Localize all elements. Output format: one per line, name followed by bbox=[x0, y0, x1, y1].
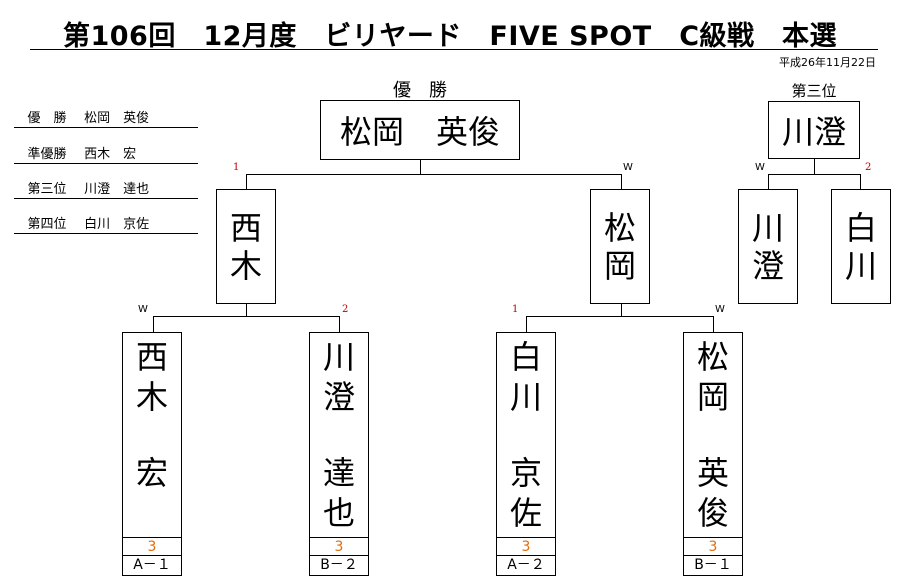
name-char: 達 bbox=[322, 454, 355, 492]
name-char: 俊 bbox=[696, 494, 729, 532]
name-char: 西 bbox=[135, 338, 168, 376]
champion-box: 松岡 英俊 bbox=[320, 100, 520, 160]
name-char: 也 bbox=[322, 494, 355, 532]
bracket-line bbox=[814, 159, 815, 174]
bracket-line bbox=[246, 174, 621, 175]
third-place-caption: 第三位 bbox=[791, 82, 837, 100]
name-char: 白 bbox=[509, 338, 542, 376]
player-block: A－２ bbox=[497, 555, 555, 575]
final-right-mark: W bbox=[623, 162, 633, 173]
bracket-line bbox=[526, 316, 713, 317]
bracket-line bbox=[526, 316, 527, 332]
ranking-name: 松岡 英俊 bbox=[84, 111, 150, 126]
bracket-line bbox=[768, 174, 860, 175]
third-place-name: 川澄 bbox=[781, 113, 846, 151]
name-char: 木 bbox=[229, 246, 262, 285]
name-char: 岡 bbox=[603, 246, 636, 285]
third-right-box: 白 川 bbox=[831, 189, 891, 304]
third-left-mark: W bbox=[755, 162, 765, 173]
third-place-box: 川澄 bbox=[768, 101, 860, 159]
player-block: B－２ bbox=[310, 555, 368, 575]
name-char: 木 bbox=[135, 378, 168, 416]
bracket-line bbox=[246, 174, 247, 189]
ranking-row: 第三位 川澄 達也 bbox=[14, 178, 198, 199]
player-box: 松 岡 英 俊 3 B－１ bbox=[683, 332, 743, 576]
player-score: 3 bbox=[123, 537, 181, 556]
player-box: 川 澄 達 也 3 B－２ bbox=[309, 332, 369, 576]
finalist-right-box: 松 岡 bbox=[590, 189, 650, 304]
page-title: 第106回 12月度 ビリヤード FIVE SPOT C級戦 本選 bbox=[62, 21, 838, 52]
bracket-line bbox=[339, 316, 340, 332]
ranking-label: 第三位 bbox=[27, 182, 67, 197]
bracket-line bbox=[246, 304, 247, 316]
name-char: 英 bbox=[696, 454, 729, 492]
player-4-mark: W bbox=[715, 304, 725, 315]
player-score: 3 bbox=[310, 537, 368, 556]
player-1-mark: W bbox=[138, 304, 148, 315]
bracket-line bbox=[860, 174, 861, 189]
finalist-left-box: 西 木 bbox=[216, 189, 276, 304]
name-char: 佐 bbox=[509, 494, 542, 532]
third-left-box: 川 澄 bbox=[738, 189, 798, 304]
bracket-line bbox=[420, 160, 421, 174]
player-2-mark: 2 bbox=[342, 304, 349, 315]
name-char: 澄 bbox=[322, 378, 355, 416]
player-block: A－１ bbox=[123, 555, 181, 575]
ranking-name: 白川 京佐 bbox=[84, 217, 150, 232]
name-char: 川 bbox=[844, 246, 877, 285]
title-underline bbox=[30, 49, 878, 50]
player-box: 西 木 宏 3 A－１ bbox=[122, 332, 182, 576]
name-char: 西 bbox=[229, 208, 262, 247]
name-char: 白 bbox=[844, 208, 877, 247]
player-3-mark: 1 bbox=[512, 304, 519, 315]
ranking-row: 準優勝 西木 宏 bbox=[14, 143, 198, 164]
name-char: 松 bbox=[603, 208, 636, 247]
ranking-row: 第四位 白川 京佐 bbox=[14, 213, 198, 234]
third-right-mark: 2 bbox=[865, 162, 872, 173]
player-score: 3 bbox=[497, 537, 555, 556]
ranking-name: 西木 宏 bbox=[84, 147, 137, 162]
ranking-label: 優 勝 bbox=[27, 111, 67, 126]
ranking-label: 第四位 bbox=[27, 217, 67, 232]
name-char: 澄 bbox=[751, 246, 784, 285]
ranking-row: 優 勝 松岡 英俊 bbox=[14, 107, 198, 128]
final-left-mark: 1 bbox=[233, 162, 240, 173]
bracket-line bbox=[153, 316, 339, 317]
champion-caption: 優 勝 bbox=[393, 80, 447, 101]
bracket-line bbox=[621, 304, 622, 316]
name-char: 松 bbox=[696, 338, 729, 376]
player-score: 3 bbox=[684, 537, 742, 556]
event-date: 平成26年11月22日 bbox=[779, 56, 876, 69]
bracket-line bbox=[713, 316, 714, 332]
bracket-line bbox=[153, 316, 154, 332]
name-char: 京 bbox=[509, 454, 542, 492]
name-char: 川 bbox=[322, 338, 355, 376]
champion-name: 松岡 英俊 bbox=[339, 113, 500, 151]
player-block: B－１ bbox=[684, 555, 742, 575]
name-char: 川 bbox=[509, 378, 542, 416]
bracket-line bbox=[621, 174, 622, 189]
ranking-name: 川澄 達也 bbox=[84, 182, 150, 197]
bracket-line bbox=[768, 174, 769, 189]
player-box: 白 川 京 佐 3 A－２ bbox=[496, 332, 556, 576]
name-char: 川 bbox=[751, 208, 784, 247]
name-char: 岡 bbox=[696, 378, 729, 416]
name-char: 宏 bbox=[135, 454, 168, 492]
ranking-label: 準優勝 bbox=[27, 147, 67, 162]
